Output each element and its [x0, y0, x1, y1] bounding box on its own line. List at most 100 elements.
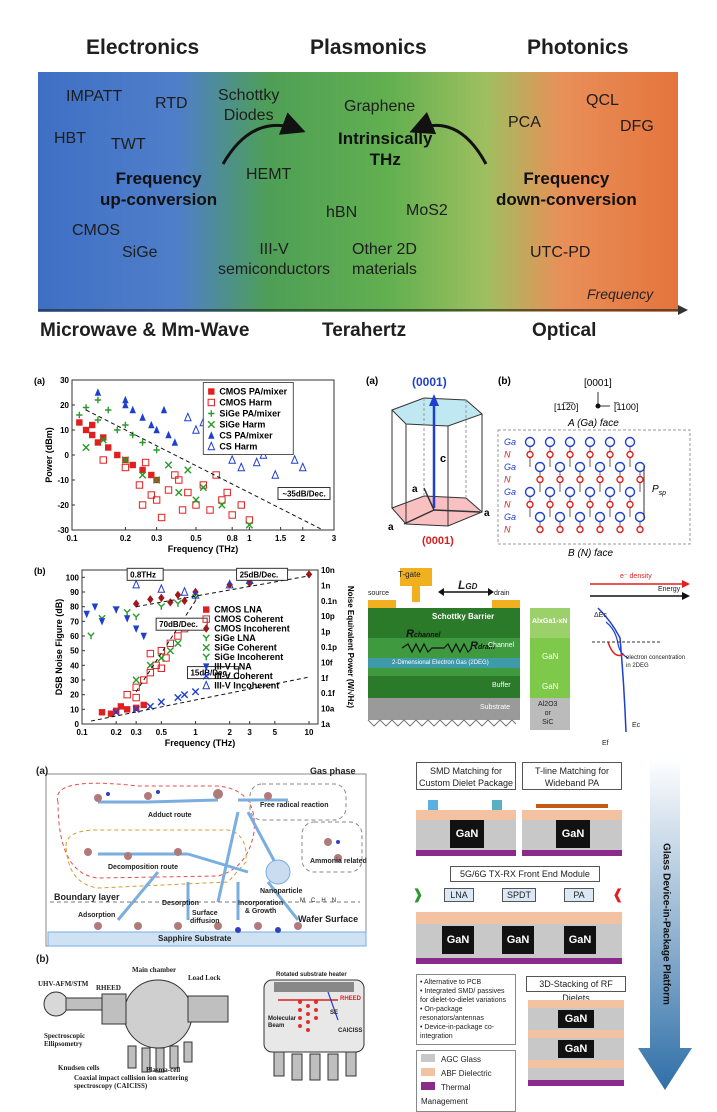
n-atom [546, 450, 554, 459]
e-density-label: e⁻ density [620, 573, 652, 580]
chamber-panel-label: (b) [36, 954, 49, 965]
band-optical: Optical [532, 320, 597, 341]
data-point [237, 501, 245, 509]
x-tick-label: 2 [227, 728, 232, 737]
bottom-face-label: (0001) [422, 535, 454, 547]
y-tick-label: 90 [70, 588, 79, 597]
y-tick-label: 50 [70, 647, 79, 656]
data-point [183, 412, 192, 422]
x-tick-label: 0.1 [76, 728, 88, 737]
platform-arrow [638, 758, 692, 1090]
glass-package-panel: SMD Matching for Custom Dielet Package T… [410, 754, 700, 1112]
data-point [245, 516, 254, 524]
legend-marker [208, 388, 215, 395]
gan-die-lna: GaN [442, 926, 474, 954]
data-point [139, 466, 146, 474]
uhv-label: UHV-AFM/STM [38, 980, 89, 988]
ga-atom [614, 511, 626, 523]
data-point [184, 466, 192, 474]
y-tick-label: -20 [57, 501, 69, 510]
row-label: Ga [504, 462, 516, 472]
legend-marker [203, 606, 210, 613]
annotation-box [186, 666, 239, 680]
data-point [174, 693, 182, 702]
ga-atom [584, 486, 596, 498]
series-sige-coherent [132, 639, 182, 684]
data-point [132, 693, 140, 702]
n-atom [586, 500, 594, 509]
n-atom [626, 450, 634, 459]
data-point [94, 388, 102, 396]
data-point [141, 458, 150, 467]
barrier-label: Schottky Barrier [432, 612, 495, 621]
data-point [105, 406, 112, 414]
tech-hbt: HBT [54, 130, 86, 147]
chamber-diagram: (b) UHV-AFM/STM Main chamber Load Lock R… [36, 954, 378, 1092]
data-point [98, 618, 106, 626]
y-tick-label: 10 [60, 426, 69, 435]
y2-tick-label: 10n [321, 566, 335, 575]
energy-label: Energy [658, 586, 681, 593]
y-tick-label: 30 [60, 376, 69, 385]
molecular-beam-label: Molecular Beam [268, 1016, 297, 1029]
data-point [132, 704, 140, 712]
data-point [157, 513, 166, 522]
band-terahertz: Terahertz [322, 320, 407, 341]
data-point [140, 701, 147, 709]
ga-atom [584, 436, 596, 448]
adsorption-label: Adsorption [78, 912, 116, 919]
data-point [166, 646, 175, 655]
gan-die-pa: GaN [564, 926, 596, 954]
tech-iiiv: III-V semiconductors [218, 241, 331, 278]
electron-conc-label: electron concentration in 2DEG [626, 655, 686, 669]
tech-utcpd: UTC-PD [530, 244, 591, 261]
ga-atom [594, 511, 606, 523]
data-point [129, 405, 136, 414]
tech-dfg: DFG [620, 118, 654, 135]
data-point [160, 405, 168, 414]
legend-label: SiGe Coherent [214, 643, 277, 653]
tech-sige: SiGe [122, 244, 158, 261]
polarity-diagram: (b) [0001] [11̅2̅0] [̅1100] A (Ga) face … [497, 376, 691, 559]
n-atom [566, 450, 574, 459]
crystal-panel-b: (b) [498, 376, 511, 387]
data-point [132, 579, 141, 589]
x-tick-label: 0.3 [131, 728, 143, 737]
y-tick-label: 80 [70, 603, 79, 612]
frequency-axis [38, 305, 688, 315]
spectrum-panel: IMPATT RTD HBT TWT CMOS SiGe Frequency u… [38, 72, 678, 312]
adduct-label: Adduct route [148, 812, 192, 819]
legend-label: CMOS Incoherent [214, 624, 290, 634]
series-sige-pa-mixer [76, 396, 160, 454]
ga-atom [594, 461, 606, 473]
crystal-panel-a: (a) [366, 376, 378, 387]
legend-marker [202, 634, 210, 642]
growth-diagram: (a) Gas phase Adduct route Decomposition… [36, 766, 368, 952]
legend-marker [203, 663, 210, 671]
y-tick-label: 10 [70, 705, 79, 714]
data-point [82, 426, 90, 434]
n-atom [546, 500, 554, 509]
y-tick-label: 30 [70, 676, 79, 685]
y-tick-label: 20 [70, 691, 79, 700]
tech-impatt: IMPATT [66, 88, 123, 105]
series-cs-pa-mixer [94, 388, 179, 446]
desorption-label: Desorption [162, 900, 199, 907]
ec-label: Ec [632, 722, 641, 729]
row-label: N [504, 475, 511, 485]
feature-item: • Device-in-package co-integration [420, 1024, 495, 1040]
data-point [112, 708, 120, 716]
y-tick-label: 0 [75, 720, 80, 729]
tech-schottky: Schottky Diodes [218, 87, 280, 124]
data-point [100, 434, 107, 441]
data-point [174, 600, 182, 607]
tech-2d: Other 2D materials [352, 241, 417, 278]
data-point [157, 698, 166, 706]
caiciss-label: Coaxial impact collision ion scattering … [74, 1074, 188, 1090]
legend-label: CMOS LNA [214, 605, 262, 615]
x-tick-label: 0.1 [66, 534, 78, 543]
legend-label: SiGe Harm [219, 420, 265, 430]
delta-ec-label: ΔEc [594, 612, 607, 619]
n-atom [606, 500, 614, 509]
ga-atom [534, 461, 546, 473]
